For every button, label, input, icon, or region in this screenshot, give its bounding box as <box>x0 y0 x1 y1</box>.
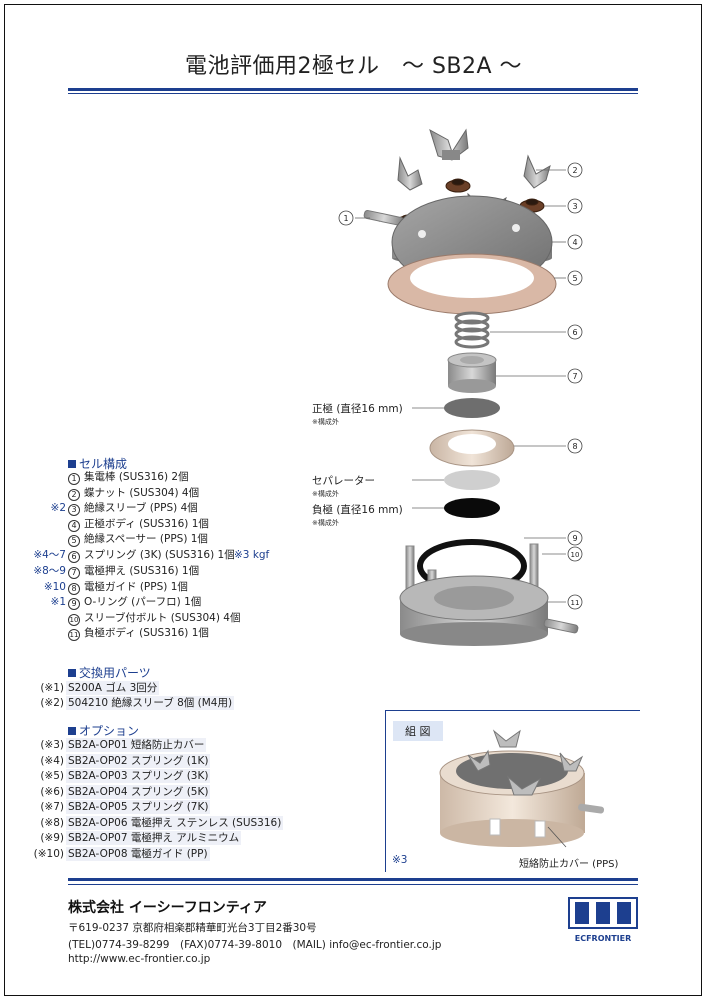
option-item-8: SB2A-OP08 電極ガイド (PP) <box>66 847 210 861</box>
callout-9: 9 <box>572 534 577 543</box>
option-item-1: SB2A-OP01 短絡防止カバー <box>66 738 207 752</box>
composition-prefix-3: ※2 <box>50 502 66 514</box>
replacement-heading: 交換用パーツ <box>68 664 151 681</box>
composition-prefix-8: ※10 <box>43 581 66 593</box>
callout-10: 10 <box>571 551 580 559</box>
callout-7: 7 <box>572 372 577 381</box>
company-address: 〒619-0237 京都府相楽郡精華町光台3丁目2番30号 <box>68 922 317 934</box>
option-mark-2: (※4) <box>40 755 64 767</box>
callout-8: 8 <box>572 442 577 451</box>
spring-icon <box>454 311 490 349</box>
replacement-item-2: 504210 絶縁スリーブ 8個 (M4用) <box>66 696 235 710</box>
option-mark-3: (※5) <box>40 770 64 782</box>
option-item-2: SB2A-OP02 スプリング (1K) <box>66 754 211 768</box>
footer-rule <box>68 878 638 881</box>
composition-prefix-9: ※1 <box>50 596 66 608</box>
option-mark-7: (※9) <box>40 832 64 844</box>
callout-3: 3 <box>572 202 577 211</box>
option-mark-6: (※8) <box>40 817 64 829</box>
spring-kgf-note: ※3 kgf <box>234 549 270 561</box>
composition-prefix-7: ※8～9 <box>33 565 66 577</box>
option-mark-8: (※10) <box>33 848 64 860</box>
callout-6: 6 <box>572 328 577 337</box>
wing-nut-icon <box>397 156 423 191</box>
callout-11: 11 <box>571 599 580 607</box>
positive-electrode-label: 正極 (直径16 mm)※構成外 <box>312 403 403 426</box>
callout-5: 5 <box>572 274 577 283</box>
assembly-box <box>385 710 640 872</box>
positive-electrode-icon <box>444 398 500 418</box>
negative-body-icon <box>399 575 579 646</box>
option-item-4: SB2A-OP04 スプリング (5K) <box>66 785 211 799</box>
assembly-title: 組 図 <box>393 721 443 741</box>
replacement-item-1: S200A ゴム 3回分 <box>66 681 160 695</box>
exploded-diagram: 2 3 4 5 6 7 8 9 10 11 1 <box>338 128 583 646</box>
company-url[interactable]: http://www.ec-frontier.co.jp <box>68 953 211 965</box>
replacement-mark-2: (※2) <box>40 697 64 709</box>
assembly-note: ※3 <box>392 854 408 866</box>
electrode-press-icon <box>447 352 497 393</box>
callout-markers <box>338 162 583 610</box>
options-heading: オプション <box>68 722 139 739</box>
cover-label: 短絡防止カバー (PPS) <box>519 859 619 870</box>
option-item-3: SB2A-OP03 スプリング (3K) <box>66 769 211 783</box>
footer-rule-thin <box>68 884 638 885</box>
ec-frontier-logo: ECFRONTIER <box>568 897 638 943</box>
composition-prefix-6: ※4～7 <box>33 549 66 561</box>
callout-4: 4 <box>572 238 577 247</box>
page-frame <box>4 4 702 996</box>
separator-label: セパレーター※構成外 <box>312 475 375 498</box>
wing-nut-icon <box>467 729 584 796</box>
page-title: 電池評価用2極セル ～ SB2A ～ <box>184 54 523 79</box>
company-name: 株式会社 イーシーフロンティア <box>68 900 267 916</box>
option-mark-1: (※3) <box>40 739 64 751</box>
separator-icon <box>444 470 500 490</box>
svg-text:ECFRONTIER: ECFRONTIER <box>575 934 632 943</box>
title-rule-thin <box>68 93 638 94</box>
negative-electrode-icon <box>444 498 500 518</box>
option-item-7: SB2A-OP07 電極押え アルミニウム <box>66 831 242 845</box>
option-item-5: SB2A-OP05 スプリング (7K) <box>66 800 211 814</box>
option-mark-4: (※6) <box>40 786 64 798</box>
replacement-mark-1: (※1) <box>40 682 64 694</box>
assembly-diagram <box>439 729 605 848</box>
option-mark-5: (※7) <box>40 801 64 813</box>
composition-heading: セル構成 <box>68 455 127 472</box>
insulating-spacer-icon <box>387 253 557 315</box>
callout-2: 2 <box>572 166 577 175</box>
title-rule <box>68 88 638 91</box>
wing-nut-icon <box>429 128 469 161</box>
company-contact: (TEL)0774-39-8299 (FAX)0774-39-8010 (MAI… <box>68 939 442 951</box>
electrode-guide-icon <box>429 429 515 467</box>
option-item-6: SB2A-OP06 電極押え ステンレス (SUS316) <box>66 816 284 830</box>
callout-1: 1 <box>343 214 348 223</box>
negative-electrode-label: 負極 (直径16 mm)※構成外 <box>312 504 403 527</box>
wing-nut-icon <box>523 154 551 189</box>
